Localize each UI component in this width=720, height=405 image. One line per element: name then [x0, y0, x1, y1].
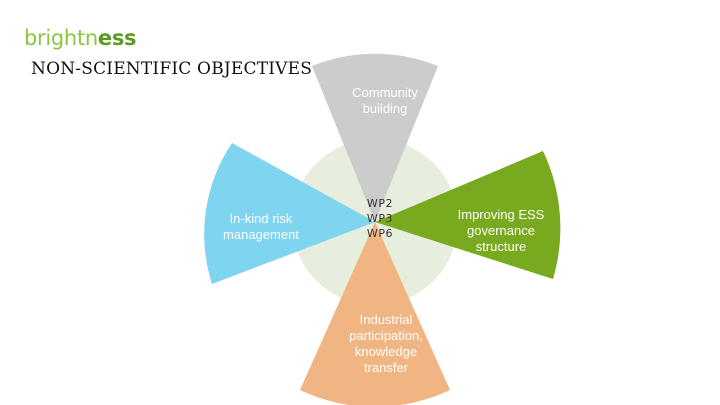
petal-inkind-risk: [204, 143, 375, 284]
label-community-building: Community building: [352, 85, 418, 116]
petal-community-building: [312, 53, 438, 222]
workpackage-item: WP3: [366, 212, 394, 225]
logo-text-part2: ess: [97, 26, 137, 50]
label-governance: Improving ESS governance structure: [457, 207, 545, 254]
workpackage-item: WP6: [366, 227, 394, 240]
brightness-logo: brightness: [24, 26, 137, 50]
petal-governance: [375, 151, 561, 279]
label-inkind-risk: In-kind risk management: [223, 211, 299, 242]
center-workpackages: WP2 WP3 WP6: [350, 196, 410, 241]
logo-text-part1: brightn: [24, 26, 98, 50]
label-industrial-participation: Industrial participation, knowledge tran…: [349, 312, 423, 375]
page-title: NON-SCIENTIFIC OBJECTIVES: [31, 59, 313, 79]
petal-industrial-participation: [300, 222, 450, 405]
workpackage-item: WP2: [366, 197, 394, 210]
